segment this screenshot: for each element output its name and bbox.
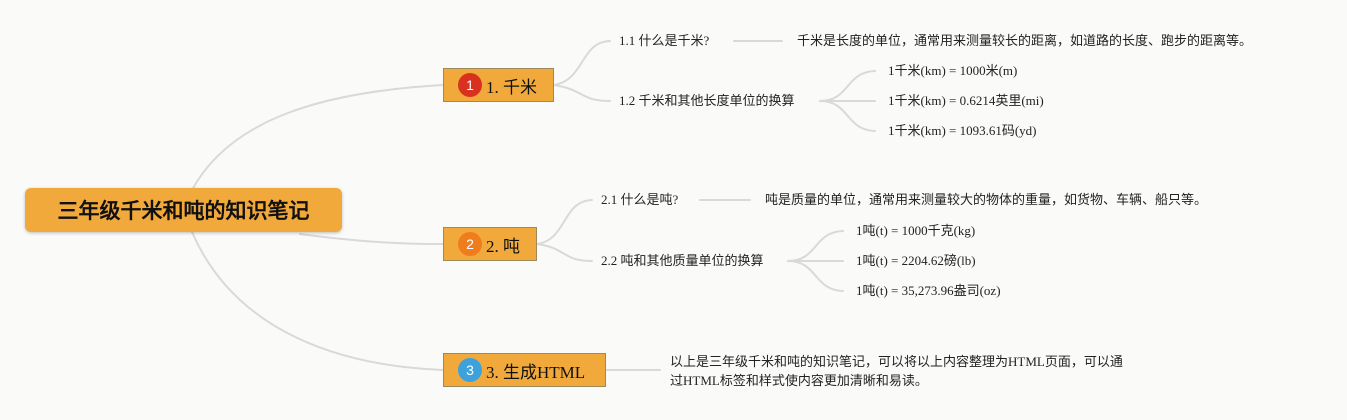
link-b1-topic-1 <box>553 40 611 86</box>
priority-2-icon: 2 <box>458 232 482 256</box>
detail-km-to-yd[interactable]: 1千米(km) = 1093.61码(yd) <box>888 123 1037 138</box>
detail-km-to-mi[interactable]: 1千米(km) = 0.6214英里(mi) <box>888 93 1044 108</box>
html-note[interactable]: 以上是三年级千米和吨的知识笔记，可以将以上内容整理为HTML页面，可以通 过HT… <box>670 352 1170 390</box>
branch-label: 3. 生成HTML <box>486 362 586 382</box>
link-t12-detail-1 <box>819 70 876 102</box>
link-root-branch-2 <box>299 233 444 245</box>
link-b2-topic-2 <box>536 243 593 262</box>
html-note-line-1: 以上是三年级千米和吨的知识笔记，可以将以上内容整理为HTML页面，可以通 <box>670 354 1123 369</box>
branch-label: 1. 千米 <box>486 77 537 97</box>
detail-t-to-kg[interactable]: 1吨(t) = 1000千克(kg) <box>856 223 976 238</box>
link-b1-topic-2 <box>553 84 611 102</box>
root-topic[interactable]: 三年级千米和吨的知识笔记 <box>25 188 342 232</box>
detail-kilometer-definition[interactable]: 千米是长度的单位，通常用来测量较长的距离，如道路的长度、跑步的距离等。 <box>797 33 1253 48</box>
detail-km-to-m[interactable]: 1千米(km) = 1000米(m) <box>888 63 1018 78</box>
topic-what-is-ton[interactable]: 2.1 什么是吨? <box>601 192 679 207</box>
topic-what-is-kilometer[interactable]: 1.1 什么是千米? <box>619 33 710 48</box>
link-root-branch-1 <box>191 84 444 191</box>
branch-label: 2. 吨 <box>486 236 520 256</box>
branch-generate-html[interactable]: 3 3. 生成HTML <box>443 353 606 387</box>
detail-t-to-oz[interactable]: 1吨(t) = 35,273.96盎司(oz) <box>856 283 1001 298</box>
link-root-branch-3 <box>191 231 444 371</box>
topic-kilometer-conversion[interactable]: 1.2 千米和其他长度单位的换算 <box>619 93 795 108</box>
html-note-line-2: 过HTML标签和样式使内容更加清晰和易读。 <box>670 373 928 388</box>
priority-3-icon: 3 <box>458 358 482 382</box>
link-t22-detail-3 <box>787 260 844 292</box>
link-b2-topic-1 <box>536 199 593 245</box>
link-t22-detail-1 <box>787 230 844 262</box>
branch-ton[interactable]: 2 2. 吨 <box>443 227 537 261</box>
branch-kilometer[interactable]: 1 1. 千米 <box>443 68 554 102</box>
detail-ton-definition[interactable]: 吨是质量的单位，通常用来测量较大的物体的重量，如货物、车辆、船只等。 <box>765 192 1208 207</box>
detail-t-to-lb[interactable]: 1吨(t) = 2204.62磅(lb) <box>856 253 976 268</box>
topic-ton-conversion[interactable]: 2.2 吨和其他质量单位的换算 <box>601 253 764 268</box>
priority-1-icon: 1 <box>458 73 482 97</box>
link-t12-detail-3 <box>819 100 876 132</box>
